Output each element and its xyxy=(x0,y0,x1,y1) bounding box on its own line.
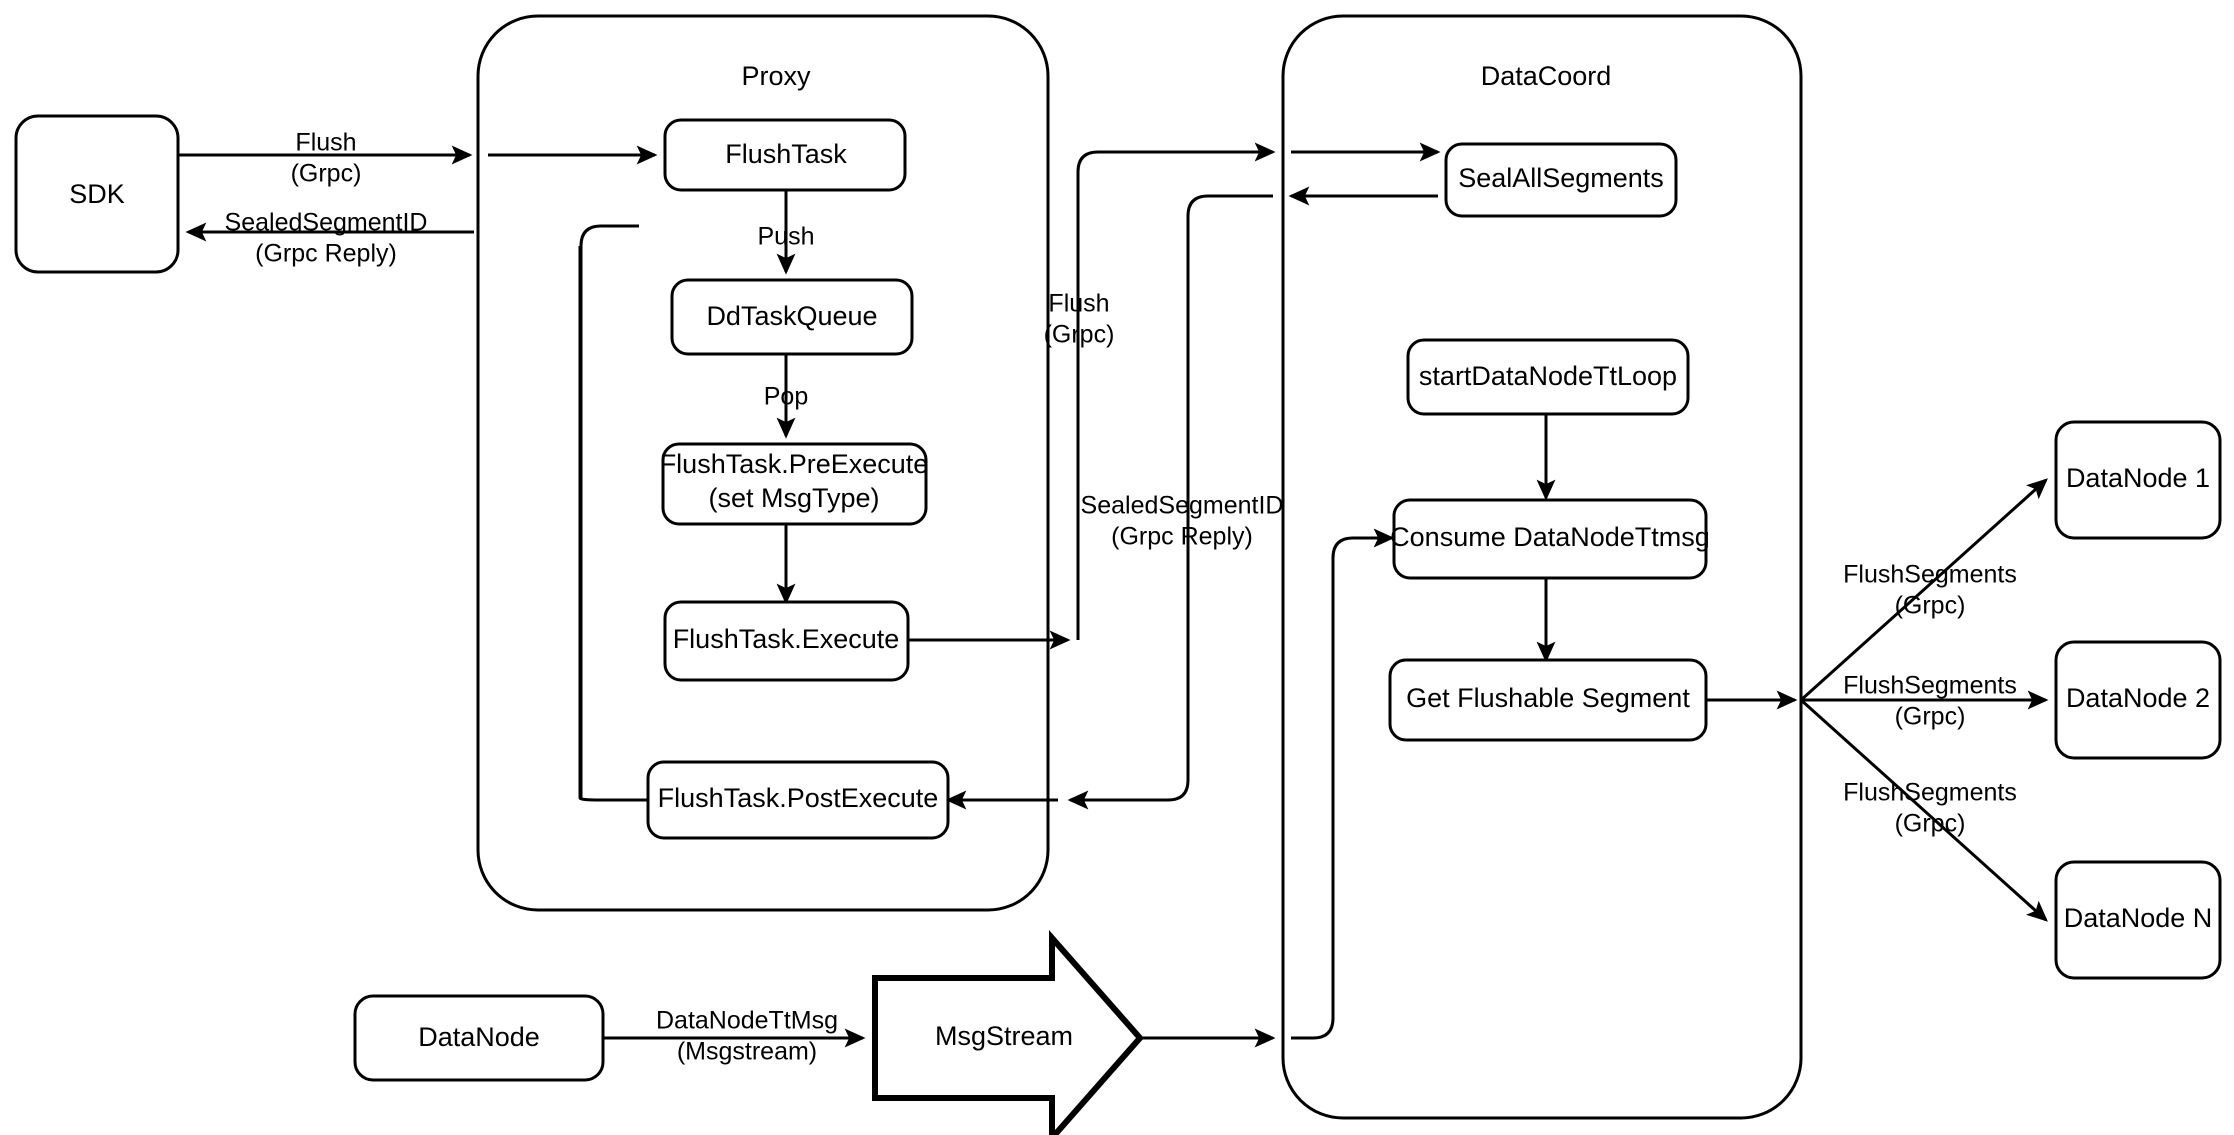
node-start-datanode-tt-loop[interactable]: startDataNodeTtLoop xyxy=(1406,338,1690,416)
consumedatanodettmsg-box[interactable] xyxy=(1392,498,1708,580)
label-pop: Pop xyxy=(764,383,808,411)
getflushablesegment-box[interactable] xyxy=(1388,658,1708,742)
node-sdk[interactable]: SDK xyxy=(14,114,180,274)
sealallsegments-label: SealAllSegments xyxy=(1458,163,1664,193)
label-flushsegments2-line2: (Grpc) xyxy=(1895,703,1966,731)
preexecute-label-line2: (set MsgType) xyxy=(708,483,879,513)
ddtaskqueue-box[interactable] xyxy=(670,278,914,356)
label-datanodettmsg-line2: (Msgstream) xyxy=(677,1038,817,1066)
datanode1-label: DataNode 1 xyxy=(2066,463,2210,493)
node-seal-all-segments[interactable]: SealAllSegments xyxy=(1444,142,1678,218)
edge-label-datanode-tt-msg: DataNodeTtMsg (Msgstream) xyxy=(656,1007,838,1066)
msgstream-arrow-shape[interactable] xyxy=(872,930,1144,1135)
edge-flush-grpc-route xyxy=(1076,142,1276,640)
edge-label-proxy-to-coord: Flush (Grpc) xyxy=(1044,290,1115,349)
edge-hub-to-datanode-1 xyxy=(1799,478,2048,702)
label-flushsegments2-line1: FlushSegments xyxy=(1843,672,2017,700)
postexecute-box[interactable] xyxy=(646,760,950,840)
msgstream-label: MsgStream xyxy=(935,1021,1073,1051)
preexecute-box[interactable] xyxy=(661,442,928,526)
edge-label-proxy-to-sdk: SealedSegmentID (Grpc Reply) xyxy=(225,209,428,268)
label-flush-grpc-coord-line2: (Grpc) xyxy=(1044,321,1115,349)
node-flush-task-post-execute[interactable]: FlushTask.PostExecute xyxy=(646,760,950,840)
edge-postexecute-loop-left xyxy=(579,224,639,800)
datanoden-box[interactable] xyxy=(2054,860,2222,980)
label-flushsegments1-line1: FlushSegments xyxy=(1843,561,2017,589)
sealallsegments-box[interactable] xyxy=(1444,142,1678,218)
node-flush-task[interactable]: FlushTask xyxy=(663,118,907,192)
node-dd-task-queue[interactable]: DdTaskQueue xyxy=(670,278,914,356)
execute-label: FlushTask.Execute xyxy=(673,624,900,654)
label-sealedsegmentid-coord-line2: (Grpc Reply) xyxy=(1111,523,1253,551)
datacoord-container-outline xyxy=(1281,14,1803,1120)
container-datacoord: DataCoord xyxy=(1281,14,1803,1120)
node-flush-task-pre-execute[interactable]: FlushTask.PreExecute (set MsgType) xyxy=(660,442,929,526)
edge-sealedsegmentid-route-to-postexecute xyxy=(1067,194,1273,810)
sdk-label: SDK xyxy=(69,179,125,209)
label-sealedsegmentid-coord-line1: SealedSegmentID xyxy=(1081,492,1284,520)
node-get-flushable-segment[interactable]: Get Flushable Segment xyxy=(1388,658,1708,742)
label-sealedsegmentid-sdk-line1: SealedSegmentID xyxy=(225,209,428,237)
edge-label-flush-segments-2: FlushSegments (Grpc) xyxy=(1843,672,2017,731)
postexecute-label: FlushTask.PostExecute xyxy=(658,783,939,813)
edge-label-flush-segments-1: FlushSegments (Grpc) xyxy=(1843,561,2017,620)
label-flushsegments1-line2: (Grpc) xyxy=(1895,592,1966,620)
node-datanode-n[interactable]: DataNode N xyxy=(2054,860,2222,980)
label-sealedsegmentid-sdk-line2: (Grpc Reply) xyxy=(255,240,397,268)
edge-hub-to-datanode-n xyxy=(1799,698,2048,922)
node-msgstream[interactable]: MsgStream xyxy=(872,930,1144,1135)
startdatanodettloop-label: startDataNodeTtLoop xyxy=(1419,361,1677,391)
edge-label-flush-segments-n: FlushSegments (Grpc) xyxy=(1843,779,2017,838)
label-flushsegmentsn-line2: (Grpc) xyxy=(1895,810,1966,838)
label-flush-grpc-coord-line1: Flush xyxy=(1048,290,1109,318)
datanode2-box[interactable] xyxy=(2054,640,2222,760)
datanode2-label: DataNode 2 xyxy=(2066,683,2210,713)
flushtask-box[interactable] xyxy=(663,118,907,192)
edge-label-coord-to-proxy: SealedSegmentID (Grpc Reply) xyxy=(1081,492,1284,551)
datanoden-label: DataNode N xyxy=(2064,903,2213,933)
node-datanode-2[interactable]: DataNode 2 xyxy=(2054,640,2222,760)
sdk-box[interactable] xyxy=(14,114,180,274)
proxy-container-title: Proxy xyxy=(741,61,811,91)
container-proxy: Proxy xyxy=(476,14,1050,912)
edge-ttmsg-route-to-consume xyxy=(1291,528,1395,1040)
edge-label-sdk-to-proxy: Flush (Grpc) xyxy=(291,129,362,188)
label-flush-grpc-sdk-line1: Flush xyxy=(295,129,356,157)
node-consume-datanode-ttmsg[interactable]: Consume DataNodeTtmsg xyxy=(1390,498,1710,580)
label-push: Push xyxy=(758,223,815,251)
edge-left-return-to-postexecute xyxy=(578,797,648,802)
proxy-container-outline xyxy=(476,14,1050,912)
flushtask-label: FlushTask xyxy=(725,139,847,169)
ddtaskqueue-label: DdTaskQueue xyxy=(706,301,877,331)
datacoord-container-title: DataCoord xyxy=(1481,61,1612,91)
getflushablesegment-label: Get Flushable Segment xyxy=(1406,683,1690,713)
preexecute-label-line1: FlushTask.PreExecute xyxy=(660,449,929,479)
label-flush-grpc-sdk-line2: (Grpc) xyxy=(291,160,362,188)
datanode1-box[interactable] xyxy=(2054,420,2222,540)
datanode-bottom-label: DataNode xyxy=(418,1022,540,1052)
startdatanodettloop-box[interactable] xyxy=(1406,338,1690,416)
datanode-bottom-box[interactable] xyxy=(353,994,605,1082)
label-datanodettmsg-line1: DataNodeTtMsg xyxy=(656,1007,838,1035)
node-flush-task-execute[interactable]: FlushTask.Execute xyxy=(663,600,910,682)
execute-box[interactable] xyxy=(663,600,910,682)
label-flushsegmentsn-line1: FlushSegments xyxy=(1843,779,2017,807)
node-datanode-bottom[interactable]: DataNode xyxy=(353,994,605,1082)
consumedatanodettmsg-label: Consume DataNodeTtmsg xyxy=(1390,522,1710,552)
node-datanode-1[interactable]: DataNode 1 xyxy=(2054,420,2222,540)
